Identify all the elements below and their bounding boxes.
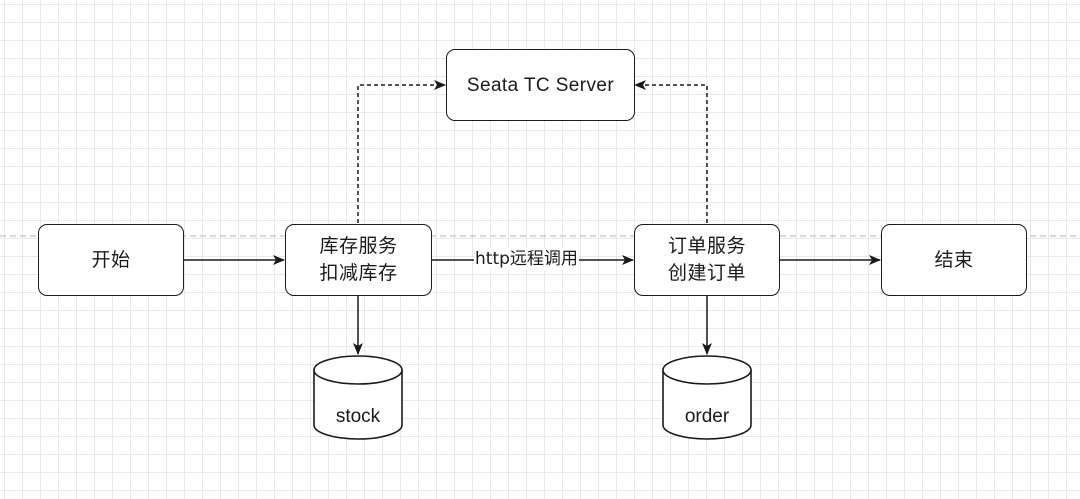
order-db-label: order bbox=[684, 406, 730, 427]
dashed-arrow-stock-service-to-tc-server bbox=[357, 80, 446, 223]
stock-db-label: stock bbox=[335, 406, 381, 427]
stock-db-cylinder bbox=[313, 355, 403, 440]
order-service-node: 订单服务 创建订单 bbox=[634, 224, 780, 296]
end-label: 结束 bbox=[934, 248, 974, 271]
stock-service-title: 库存服务 bbox=[319, 235, 398, 257]
end-node: 结束 bbox=[881, 224, 1027, 296]
remote-call-edge-label: http远程调用 bbox=[474, 248, 579, 270]
dashed-arrow-order-service-to-tc-server bbox=[634, 80, 708, 223]
stock-service-node: 库存服务 扣减库存 bbox=[285, 224, 432, 296]
seata-tc-server-node: Seata TC Server bbox=[446, 49, 635, 121]
start-node: 开始 bbox=[38, 224, 184, 296]
stock-service-action: 扣减库存 bbox=[319, 262, 398, 284]
start-label: 开始 bbox=[91, 248, 131, 271]
order-service-action: 创建订单 bbox=[667, 262, 746, 284]
seata-tc-server-label: Seata TC Server bbox=[466, 74, 615, 96]
order-service-title: 订单服务 bbox=[667, 235, 746, 257]
order-db-cylinder bbox=[662, 355, 752, 440]
